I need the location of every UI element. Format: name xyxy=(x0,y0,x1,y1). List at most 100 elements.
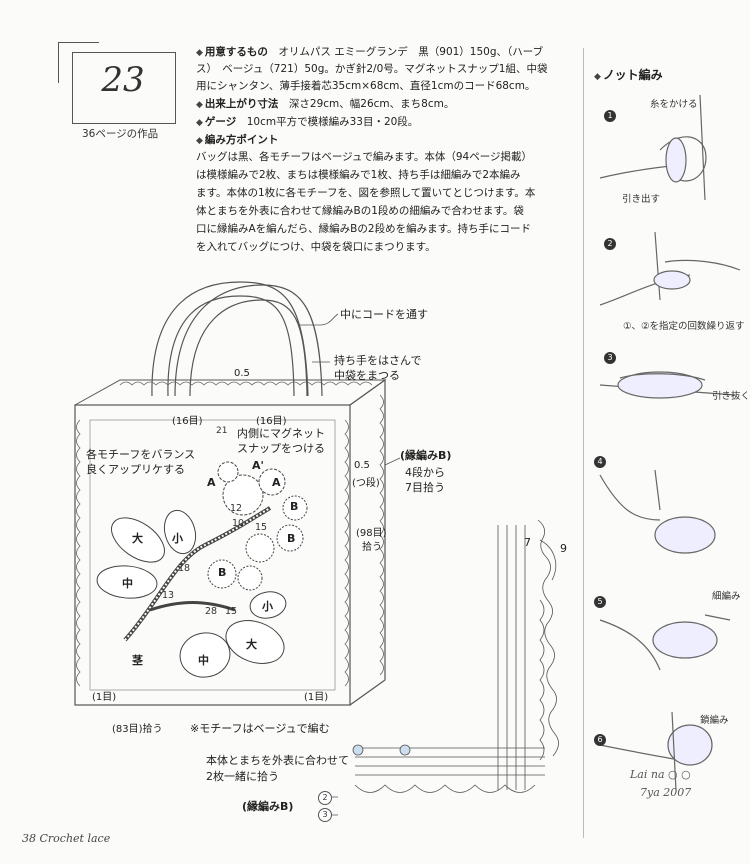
page-number: 38 xyxy=(22,832,36,845)
magnet-label-1: 内側にマグネット xyxy=(237,427,325,440)
knot-title-text: ノット編み xyxy=(602,68,663,82)
diamond-icon: ◆ xyxy=(196,48,203,58)
materials-line2: ス） ベージュ（721）50g。かぎ針2/0号。マグネットスナップ1組、中袋 xyxy=(196,63,548,75)
side-rows-label: (つ段) xyxy=(352,478,380,489)
motif-number: 12 xyxy=(230,503,243,514)
leaf-mid-2 xyxy=(179,632,231,678)
handle-right xyxy=(174,284,323,397)
magazine-title: Crochet lace xyxy=(39,832,111,845)
step-3-label: 引き抜く xyxy=(712,391,750,402)
number-box-corner xyxy=(58,42,99,83)
motif-a: A xyxy=(207,476,216,489)
chart-7: 7 xyxy=(524,536,531,549)
gauge-line: ◆ゲージ 10cm平方で模様編み33目・20段。 xyxy=(196,114,418,132)
join-marker-2 xyxy=(399,744,411,756)
motif-balance-1: 各モチーフをバランス xyxy=(86,448,196,461)
row-3-marker: 3 xyxy=(318,808,332,822)
leaf-mid: 中 xyxy=(198,654,209,667)
materials-label: 用意するもの xyxy=(204,46,268,58)
berry-b-2 xyxy=(276,524,304,552)
points-line: バッグは黒、各モチーフはベージュで編みます。本体（94ページ掲載） xyxy=(196,151,533,163)
page-footer: 38 Crochet lace xyxy=(22,832,110,845)
points-line: を入れてバッグにつけ、中袋を袋口にまつります。 xyxy=(196,241,436,253)
diamond-icon: ◆ xyxy=(196,136,203,146)
number-box xyxy=(72,52,176,124)
leaf-small-1 xyxy=(163,509,197,555)
handle-label-2: 中袋をまつる xyxy=(334,369,400,382)
step-6-number: 6 xyxy=(594,734,606,746)
cord-label: 中にコードを通す xyxy=(340,308,428,321)
handle-left-inner xyxy=(167,295,295,397)
motif-b: B xyxy=(290,500,299,513)
join-marker-1 xyxy=(352,744,364,756)
side-05-label: 0.5 xyxy=(354,460,370,471)
materials-line3: 用にシャンタン、薄手接着芯35cm×68cm、直径1cmのコード68cm。 xyxy=(196,80,536,92)
motif-color-note: ※モチーフはベージュで編む xyxy=(190,722,330,735)
scallop-left xyxy=(76,419,81,687)
flower-a-3 xyxy=(217,461,239,483)
column-divider xyxy=(583,48,584,838)
signature-2: 7ya 2007 xyxy=(640,786,692,799)
stem-branch xyxy=(149,601,236,612)
points-line: ます。本体の1枚に各モチーフを、図を参照して置いてとじつけます。本 xyxy=(196,187,536,199)
points-line: 体とまちを外表に合わせて縁編みBの1段めの細編みで合わせます。袋 xyxy=(196,205,524,217)
leaf-large: 大 xyxy=(132,532,143,545)
step-4-number: 4 xyxy=(594,456,606,468)
signature-1: Lai na ○ ○ xyxy=(630,768,691,781)
side-98-label: (98目) xyxy=(356,528,387,539)
page-reference: 36ページの作品 xyxy=(82,128,159,140)
step-2-number: 2 xyxy=(604,238,616,250)
motif-b: B xyxy=(218,566,227,579)
step-3-number: 3 xyxy=(604,352,616,364)
points-line: は模様編みで2枚、まちは模様編みで1枚、持ち手は細編みで2本編み xyxy=(196,169,521,181)
leaf-large-2 xyxy=(225,620,285,664)
motif-a: A xyxy=(272,476,281,489)
diamond-icon: ◆ xyxy=(196,118,203,128)
row-2-marker: 2 xyxy=(318,791,332,805)
diamond-icon: ◆ xyxy=(196,100,203,110)
leader-edging xyxy=(384,457,401,466)
berry-b-5 xyxy=(237,565,263,591)
points-label: 編み方ポイント xyxy=(204,134,279,146)
motif-number: 28 xyxy=(205,606,218,617)
stem-label: 茎 xyxy=(132,654,143,667)
leaf-mid: 中 xyxy=(122,577,133,590)
leaf-large: 大 xyxy=(246,638,257,651)
bottom-83-label: (83目)拾う xyxy=(112,724,163,735)
chart-9: 9 xyxy=(560,542,567,555)
scallop-right xyxy=(344,419,349,687)
handle-right-inner xyxy=(189,299,308,397)
leaf-small-2 xyxy=(249,591,287,619)
step-2-label: ①、②を指定の回数繰り返す xyxy=(623,321,745,332)
join-note-1: 本体とまちを外表に合わせて xyxy=(206,754,349,767)
gauge-label: ゲージ xyxy=(204,116,237,128)
materials-line1: ◆用意するもの オリムパス エミーグランデ 黒（901）150g、（ハーブ xyxy=(196,44,543,62)
step-5-label: 細編み xyxy=(712,591,741,602)
bag-side xyxy=(349,378,386,706)
flower-a-2 xyxy=(258,468,286,496)
leaf-small: 小 xyxy=(262,600,273,613)
bag-inner xyxy=(89,419,336,691)
points-heading: ◆編み方ポイント xyxy=(196,132,278,150)
points-line: 口に縁編みAを編んだら、縁編みBの2段めを編みます。持ち手にコード xyxy=(196,223,532,235)
pick-label-2: 7目拾う xyxy=(405,481,445,494)
edging-b-label: (縁編みB) xyxy=(400,449,452,462)
leaf-small: 小 xyxy=(172,532,183,545)
stitch-16-right: (16目) xyxy=(256,416,287,427)
motif-number: 21 xyxy=(216,426,228,436)
magnet-label-2: スナップをつける xyxy=(237,442,325,455)
edging-chart xyxy=(354,519,559,793)
pick-label-1: 4段から xyxy=(405,466,445,479)
step-1-label-a: 糸をかける xyxy=(650,99,698,110)
gusset-scallop-top xyxy=(119,381,373,386)
step-6-label: 鎖編み xyxy=(700,715,729,726)
bottom-right-stitch: (1目) xyxy=(304,692,329,703)
berry-b-1 xyxy=(282,495,308,521)
size-value: 深さ29cm、幅26cm、まち8cm。 xyxy=(288,98,455,110)
step-1-label-b: 引き出す xyxy=(622,194,661,205)
leader-cord xyxy=(300,313,339,326)
motif-balance-2: 良くアップリケする xyxy=(86,463,185,476)
leaf-mid-1 xyxy=(96,565,158,599)
pattern-number: 23 xyxy=(101,60,145,100)
step-5-number: 5 xyxy=(594,596,606,608)
